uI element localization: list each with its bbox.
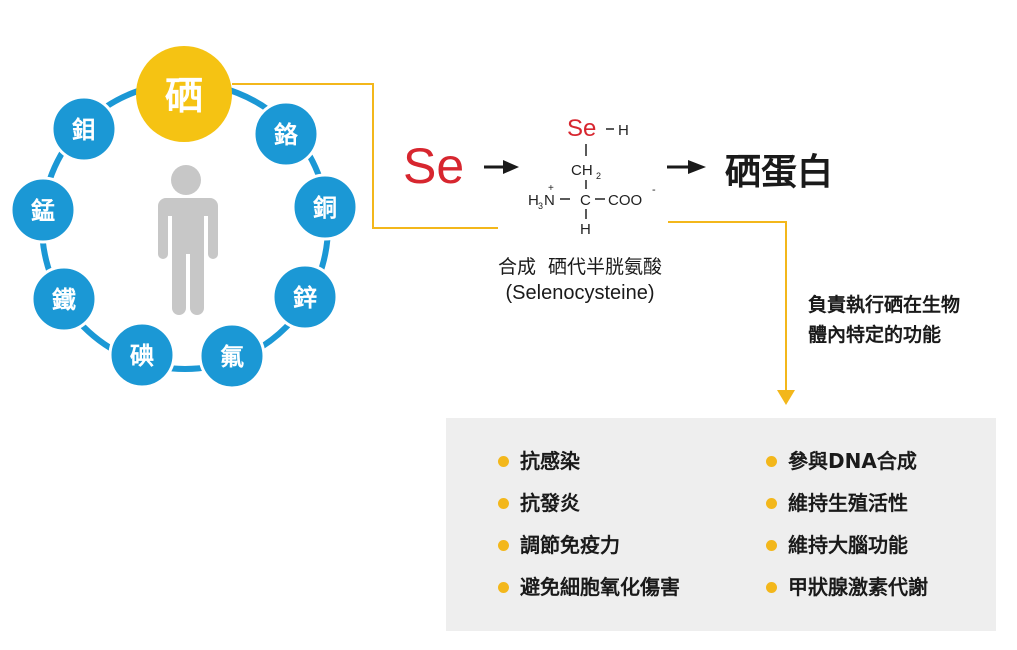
mineral-label-selenium: 硒 [165, 74, 203, 118]
function-label: 抗發炎 [520, 491, 580, 515]
function-item: 參與DNA合成 [766, 440, 928, 482]
selenium-symbol: Se [403, 138, 464, 194]
selenocysteine-structure: Se H CH 2 H 3 N + C COO - H [528, 115, 656, 238]
mineral-label: 鉬 [72, 116, 96, 144]
molecule-amino-n: N [544, 192, 555, 209]
bullet-icon [498, 498, 509, 509]
function-label: 抗感染 [520, 449, 580, 473]
molecule-ch2-subscript: 2 [596, 171, 601, 181]
mineral-node-selenium[interactable]: 硒 [136, 46, 232, 142]
mineral-label: 錳 [31, 197, 55, 225]
mineral-node[interactable]: 鐵 [30, 265, 98, 333]
mineral-node[interactable]: 鉬 [50, 95, 118, 163]
function-item: 維持大腦功能 [766, 524, 928, 566]
function-label: 調節免疫力 [520, 533, 620, 557]
synthesis-label: 合成 硒代半胱氨酸 [498, 256, 662, 278]
mineral-label: 鉻 [274, 121, 298, 149]
function-label: 維持生殖活性 [788, 491, 908, 515]
person-icon [158, 165, 218, 315]
molecule-amino-h: H [528, 192, 539, 209]
molecule-amino-subscript: 3 [538, 201, 543, 211]
molecule-minus: - [652, 184, 656, 196]
function-label: 參與DNA合成 [788, 449, 917, 473]
arrow-down-icon [777, 390, 795, 405]
mineral-node[interactable]: 鉻 [252, 100, 320, 168]
functions-list-right: 參與DNA合成 維持生殖活性 維持大腦功能 甲狀腺激素代謝 [766, 440, 928, 608]
bullet-icon [498, 540, 509, 551]
product-label: 硒蛋白 [725, 152, 833, 193]
function-label: 避免細胞氧化傷害 [520, 575, 680, 599]
arrow-right-icon [667, 160, 706, 174]
molecule-h-top: H [618, 122, 629, 139]
mineral-label: 碘 [130, 342, 154, 370]
function-label: 維持大腦功能 [788, 533, 908, 557]
mineral-node[interactable]: 銅 [291, 173, 359, 241]
selenium-connector [232, 83, 498, 229]
mineral-label: 銅 [313, 194, 337, 222]
mineral-node[interactable]: 錳 [9, 176, 77, 244]
mineral-node[interactable]: 氟 [198, 322, 266, 390]
bullet-icon [498, 456, 509, 467]
mineral-label: 氟 [220, 343, 244, 371]
molecule-ch2: CH [571, 162, 593, 179]
bullet-icon [766, 498, 777, 509]
function-item: 調節免疫力 [498, 524, 680, 566]
bullet-icon [498, 582, 509, 593]
mineral-node[interactable]: 碘 [108, 321, 176, 389]
molecule-se: Se [567, 115, 596, 142]
role-description-line1: 負責執行硒在生物 [808, 293, 960, 316]
mineral-label: 鋅 [293, 284, 317, 312]
molecule-plus: + [548, 183, 554, 194]
function-label: 甲狀腺激素代謝 [788, 575, 928, 599]
mineral-label: 鐵 [52, 286, 76, 314]
functions-list-left: 抗感染 抗發炎 調節免疫力 避免細胞氧化傷害 [498, 440, 680, 608]
bullet-icon [766, 540, 777, 551]
bullet-icon [766, 456, 777, 467]
synthesis-label-english: (Selenocysteine) [506, 282, 655, 304]
molecule-carboxyl: COO [608, 192, 642, 209]
mineral-node[interactable]: 鋅 [271, 263, 339, 331]
protein-connector [668, 221, 787, 395]
function-item: 抗發炎 [498, 482, 680, 524]
molecule-h-bottom: H [580, 221, 591, 238]
functions-panel: 抗感染 抗發炎 調節免疫力 避免細胞氧化傷害 參與DNA合成 維持生殖活性 維持… [446, 418, 996, 631]
function-item: 維持生殖活性 [766, 482, 928, 524]
function-item: 甲狀腺激素代謝 [766, 566, 928, 608]
function-item: 抗感染 [498, 440, 680, 482]
arrow-right-icon [484, 160, 519, 174]
function-item: 避免細胞氧化傷害 [498, 566, 680, 608]
role-description-line2: 體內特定的功能 [808, 323, 941, 346]
molecule-carbon: C [580, 192, 591, 209]
bullet-icon [766, 582, 777, 593]
